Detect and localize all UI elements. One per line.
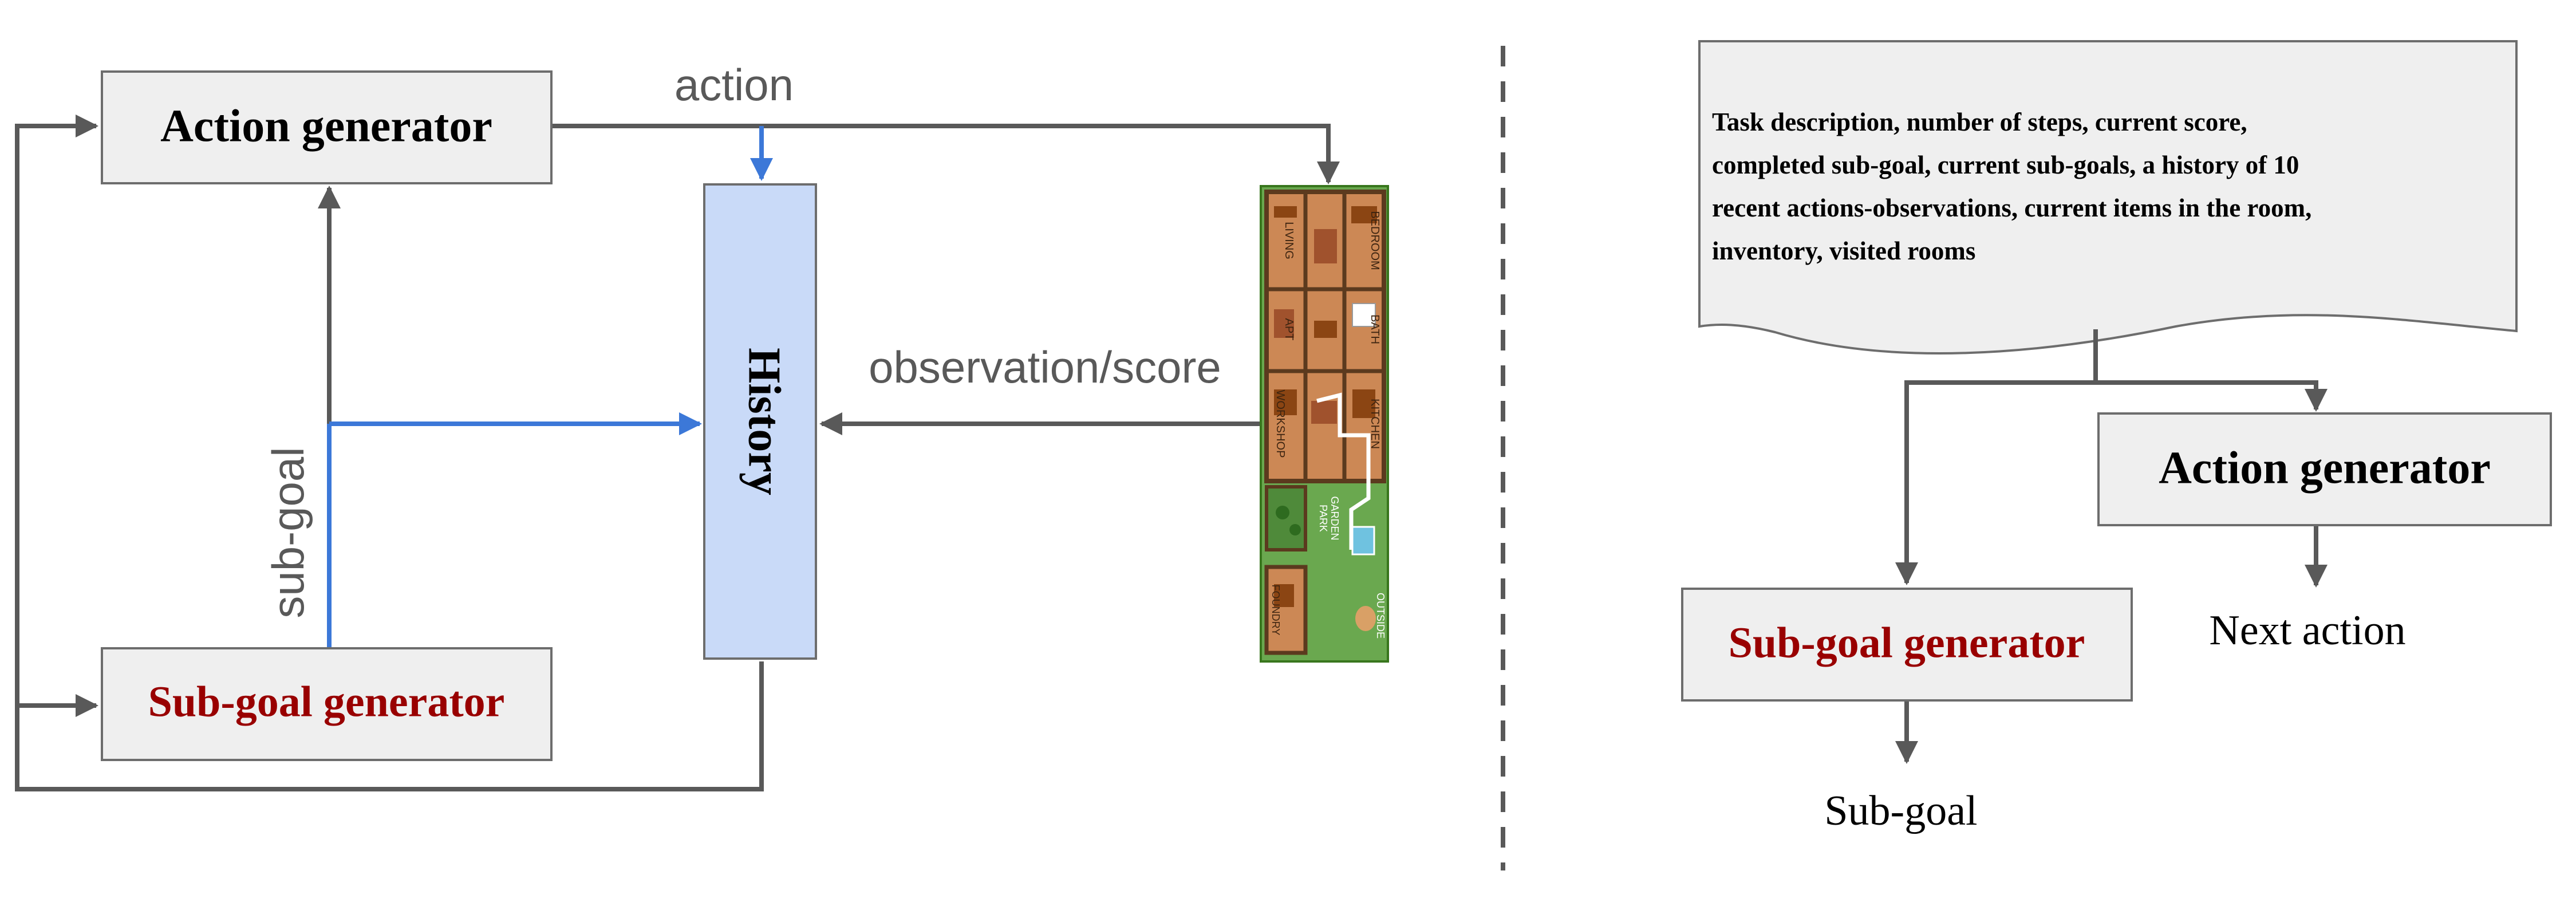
action-generator-box: Action generator: [101, 70, 553, 184]
subgoal-generator-label: Sub-goal generator: [148, 677, 505, 726]
right-subgoal-generator-label: Sub-goal generator: [1729, 619, 2085, 667]
prompt-document-text: Task description, number of steps, curre…: [1712, 108, 2318, 265]
subgoal-output-label: Sub-goal: [1824, 787, 1977, 834]
map-room-label: PARK: [1317, 505, 1329, 532]
map-room-label: GARDEN: [1329, 496, 1340, 540]
edge-label-action: action: [674, 60, 794, 110]
subgoal-generator-box: Sub-goal generator: [101, 647, 553, 761]
prompt-line: inventory, visited rooms: [1712, 237, 1975, 265]
prompt-document: Task description, number of steps, curre…: [1698, 40, 2518, 354]
map-room-label: BEDROOM: [1368, 211, 1381, 270]
left-diagram: Action generator Sub-goal generator Hist…: [15, 60, 1389, 791]
map-room-label: FOUNDRY: [1270, 585, 1281, 636]
map-room-label: BATH: [1368, 314, 1381, 344]
arrow-history-feedback-loop: [15, 115, 764, 791]
history-label: History: [739, 348, 790, 495]
right-action-generator-label: Action generator: [2159, 443, 2491, 493]
game-map-image: LIVING BEDROOM APT BATH WORKSHOP KITCHEN…: [1260, 185, 1389, 663]
right-subgoal-generator-box: Sub-goal generator: [1681, 588, 2133, 702]
right-diagram: Task description, number of steps, curre…: [1681, 40, 2552, 834]
map-room-label: KITCHEN: [1368, 399, 1381, 449]
prompt-line: Task description, number of steps, curre…: [1712, 108, 2247, 136]
map-room-label: WORKSHOP: [1274, 390, 1287, 458]
map-room-label: APT: [1283, 318, 1295, 341]
map-room-label: LIVING: [1283, 222, 1295, 259]
arrow-prompt-to-action-generator: [2096, 380, 2328, 412]
edge-label-subgoal: sub-goal: [263, 447, 313, 618]
prompt-line: recent actions-observations, current ite…: [1712, 194, 2311, 222]
history-box: History: [703, 183, 817, 660]
next-action-label: Next action: [2209, 607, 2405, 654]
arrow-action-to-game: [553, 124, 1340, 184]
right-action-generator-box: Action generator: [2097, 412, 2552, 526]
arrow-prompt-to-subgoal-generator: [1895, 380, 2096, 585]
prompt-line: completed sub-goal, current sub-goals, a…: [1712, 151, 2299, 179]
edge-label-observation-score: observation/score: [869, 342, 1221, 392]
map-room-label: OUTSIDE: [1375, 593, 1386, 639]
action-generator-label: Action generator: [160, 101, 492, 151]
